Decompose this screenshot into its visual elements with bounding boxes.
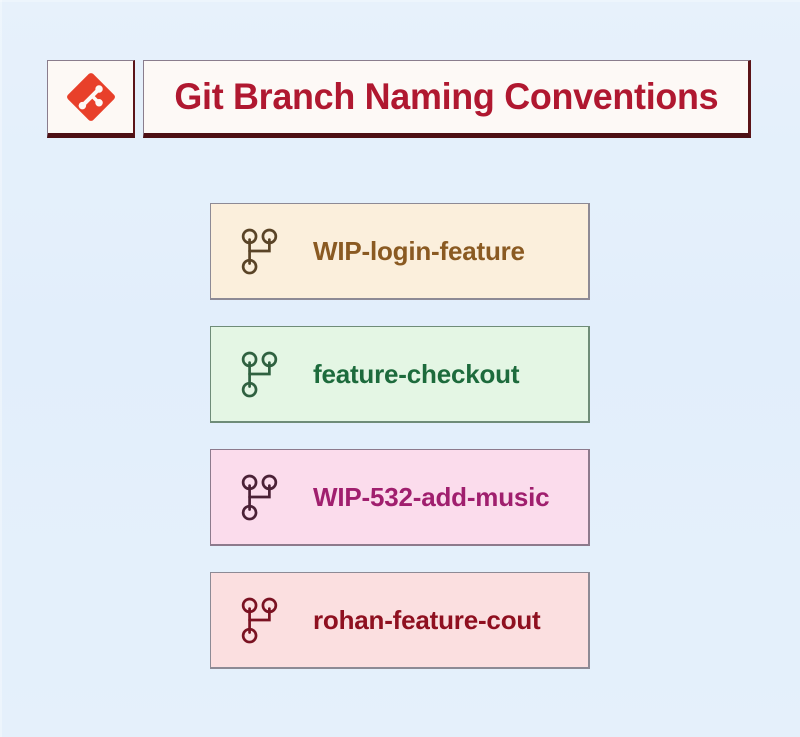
page-title: Git Branch Naming Conventions <box>174 76 718 117</box>
branch-label: rohan-feature-cout <box>313 604 541 635</box>
branch-label: WIP-login-feature <box>313 235 525 266</box>
branch-card-wip-532-add-music[interactable]: WIP-532-add-music <box>210 449 590 546</box>
git-logo-icon <box>66 73 115 121</box>
branch-label: WIP-532-add-music <box>313 481 550 512</box>
branch-name-list: WIP-login-feature feature-checkout WIP-5 <box>210 203 590 669</box>
branch-card-wip-login-feature[interactable]: WIP-login-feature <box>210 203 590 300</box>
git-logo-box <box>47 60 135 138</box>
page-header: Git Branch Naming Conventions <box>47 60 751 138</box>
branch-card-rohan-feature-cout[interactable]: rohan-feature-cout <box>210 572 590 669</box>
branch-card-feature-checkout[interactable]: feature-checkout <box>210 326 590 423</box>
git-branch-icon <box>241 474 278 521</box>
branch-label: feature-checkout <box>313 358 520 389</box>
git-branch-icon <box>241 351 278 398</box>
page-title-box: Git Branch Naming Conventions <box>143 60 751 138</box>
git-branch-icon <box>241 597 278 644</box>
git-branch-icon <box>241 228 278 275</box>
